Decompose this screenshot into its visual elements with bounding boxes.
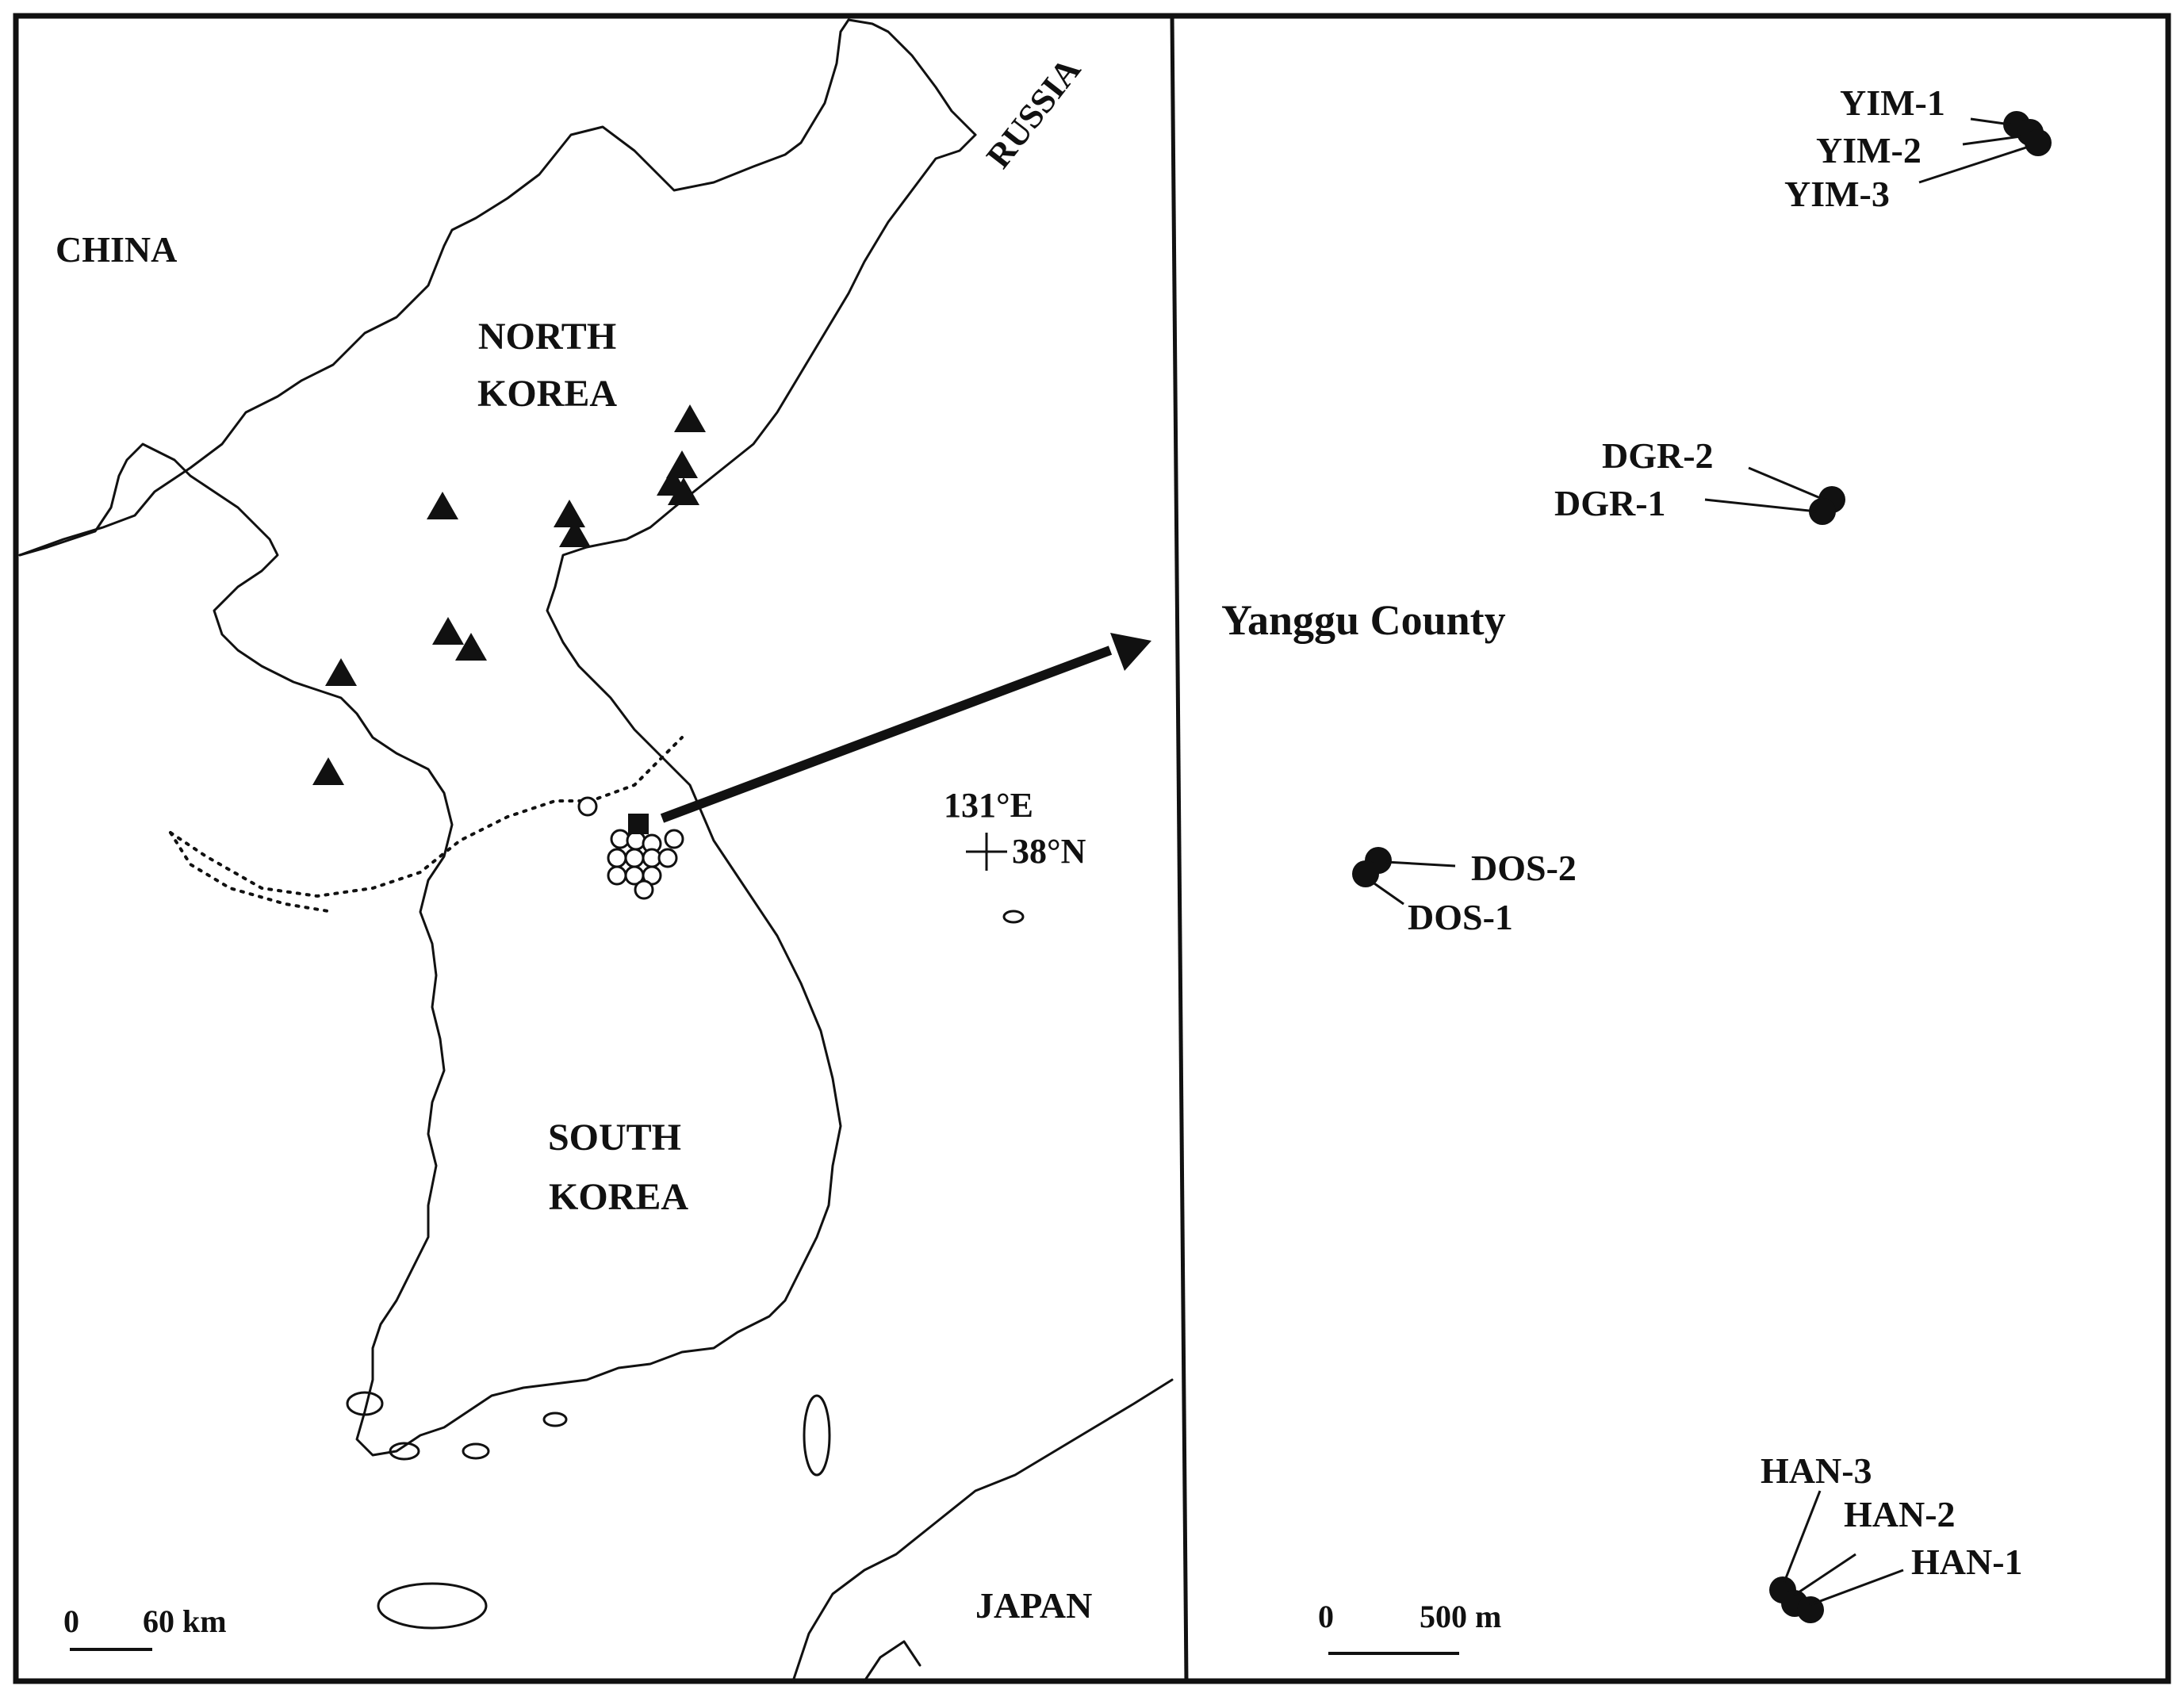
label-japan: JAPAN <box>975 1585 1092 1626</box>
triangle-markers <box>312 404 706 785</box>
dmz-line <box>169 736 684 898</box>
dos-cluster: DOS-2 DOS-1 <box>1352 847 1577 937</box>
label-south: SOUTH <box>548 1117 681 1159</box>
label-russia: RUSSIA <box>979 51 1088 176</box>
label-han-3: HAN-3 <box>1761 1450 1872 1491</box>
label-longitude: 131°E <box>944 786 1033 825</box>
label-north: NORTH <box>478 316 616 358</box>
island-south-a <box>462 1442 490 1460</box>
triangle-marker <box>432 617 464 645</box>
han-cluster: HAN-3 HAN-2 HAN-1 <box>1761 1450 2023 1623</box>
label-dgr-2: DGR-2 <box>1602 435 1714 476</box>
island-southwest-a <box>346 1391 384 1416</box>
label-dgr-1: DGR-1 <box>1554 483 1666 523</box>
northern-border <box>18 18 977 557</box>
leader-dos-1 <box>1371 880 1404 906</box>
filled-circle-marker <box>2025 129 2052 156</box>
triangle-marker <box>668 477 699 505</box>
filled-circle-marker <box>1352 860 1379 887</box>
label-dos-1: DOS-1 <box>1408 897 1513 937</box>
jeju-island <box>377 1582 488 1630</box>
triangle-marker <box>674 404 706 432</box>
coordinate-cross <box>966 833 1007 871</box>
panel-divider <box>1170 15 1189 1682</box>
island-ulleung <box>1002 910 1025 924</box>
open-circle-marker <box>664 829 684 849</box>
label-dos-2: DOS-2 <box>1471 848 1577 888</box>
label-yanggu-county: Yanggu County <box>1221 596 1506 644</box>
triangle-marker <box>427 492 458 519</box>
open-circle-marker <box>626 830 646 851</box>
open-circle-marker <box>657 848 678 868</box>
triangle-marker <box>312 757 344 785</box>
scale-start-left: 0 <box>63 1603 79 1639</box>
island-south-b <box>542 1412 568 1427</box>
southern-islands <box>346 910 1025 1630</box>
label-han-2: HAN-2 <box>1844 1494 1956 1534</box>
filled-circle-marker <box>1809 498 1836 525</box>
island-tsushima <box>803 1394 831 1477</box>
leader-yim-2 <box>1962 135 2021 146</box>
scale-end-right: 500 m <box>1420 1599 1501 1634</box>
leader-yim-1 <box>1970 117 2011 126</box>
leader-han-2 <box>1793 1553 1856 1597</box>
leader-han-3 <box>1783 1490 1822 1583</box>
open-circle-marker <box>634 879 654 900</box>
label-china: CHINA <box>56 229 177 270</box>
japan-coastline <box>791 1378 1174 1683</box>
arrow-shaft <box>660 645 1113 823</box>
leader-dgr-1 <box>1704 498 1817 513</box>
label-yim-2: YIM-2 <box>1816 130 1922 170</box>
triangle-marker <box>559 519 591 547</box>
leader-dos-2 <box>1385 860 1456 868</box>
peninsula-coastline <box>18 133 977 1457</box>
triangle-marker <box>325 658 357 686</box>
open-circle-marker <box>607 865 627 886</box>
open-circle-marker <box>607 848 627 868</box>
yim-cluster: YIM-1 YIM-2 YIM-3 <box>1784 82 2052 214</box>
scale-end-left: 60 km <box>143 1603 227 1639</box>
open-circle-marker <box>624 848 645 868</box>
korea-overview-map: CHINA RUSSIA JAPAN NORTH KOREA SOUTH KOR… <box>18 18 1174 1683</box>
maritime-line <box>169 831 335 914</box>
label-latitude: 38°N <box>1012 832 1086 871</box>
label-south-korea: KOREA <box>549 1176 688 1218</box>
triangle-marker <box>554 500 585 527</box>
triangle-marker <box>455 633 487 661</box>
leader-han-1 <box>1809 1569 1904 1607</box>
filled-square-marker <box>628 814 649 834</box>
label-yim-3: YIM-3 <box>1784 174 1890 214</box>
label-han-1: HAN-1 <box>1911 1542 2023 1582</box>
leader-yim-3 <box>1918 145 2029 184</box>
label-yim-1: YIM-1 <box>1840 82 1945 123</box>
dgr-cluster: DGR-2 DGR-1 <box>1554 435 1845 525</box>
yanggu-detail-map: Yanggu County YIM-1 YIM-2 YIM-3 DGR-2 DG… <box>1221 82 2052 1655</box>
scale-start-right: 0 <box>1318 1599 1334 1634</box>
leader-dgr-2 <box>1748 466 1825 501</box>
figure-frame <box>13 13 2171 1684</box>
japan-coastline-small <box>863 1640 921 1683</box>
arrow-head <box>1110 633 1151 671</box>
open-circle-markers <box>577 796 684 900</box>
island-southwest-b <box>389 1442 420 1461</box>
label-north-korea: KOREA <box>477 373 617 415</box>
open-circle-marker <box>577 796 598 817</box>
